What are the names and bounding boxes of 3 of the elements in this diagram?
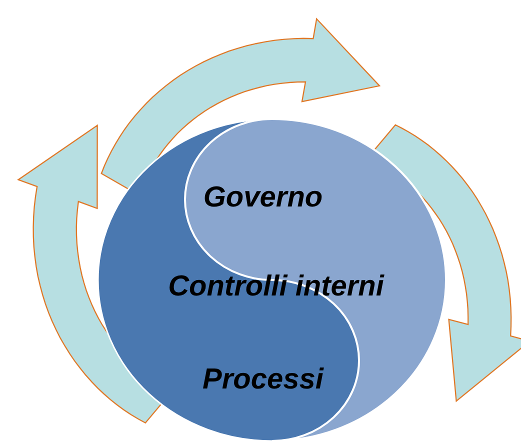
segment-label: Governo: [203, 184, 323, 212]
segment-label: Processi: [202, 366, 324, 394]
center-label: Controlli interni: [168, 272, 384, 302]
